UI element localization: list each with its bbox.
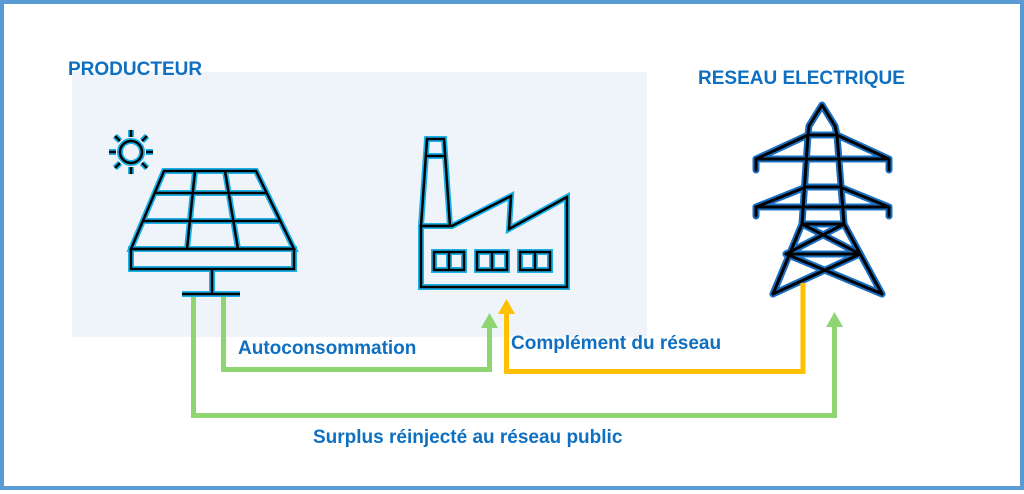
self-consumption-arrow [221,297,498,372]
factory-icon [417,136,570,290]
surplus-arrow [191,297,843,418]
sun-icon [109,130,153,174]
grid-complement-arrow [498,283,806,374]
diagram-artwork [109,101,893,418]
surplus-label: Surplus réinjecté au réseau public [313,427,623,448]
producer-title: PRODUCTEUR [68,59,203,80]
grid-complement-label: Complément du réseau [511,333,722,354]
power-pylon-icon [752,101,893,298]
grid-title: RESEAU ELECTRIQUE [698,68,905,89]
solar-panel-icon [126,168,299,297]
self-consumption-label: Autoconsommation [238,338,417,359]
